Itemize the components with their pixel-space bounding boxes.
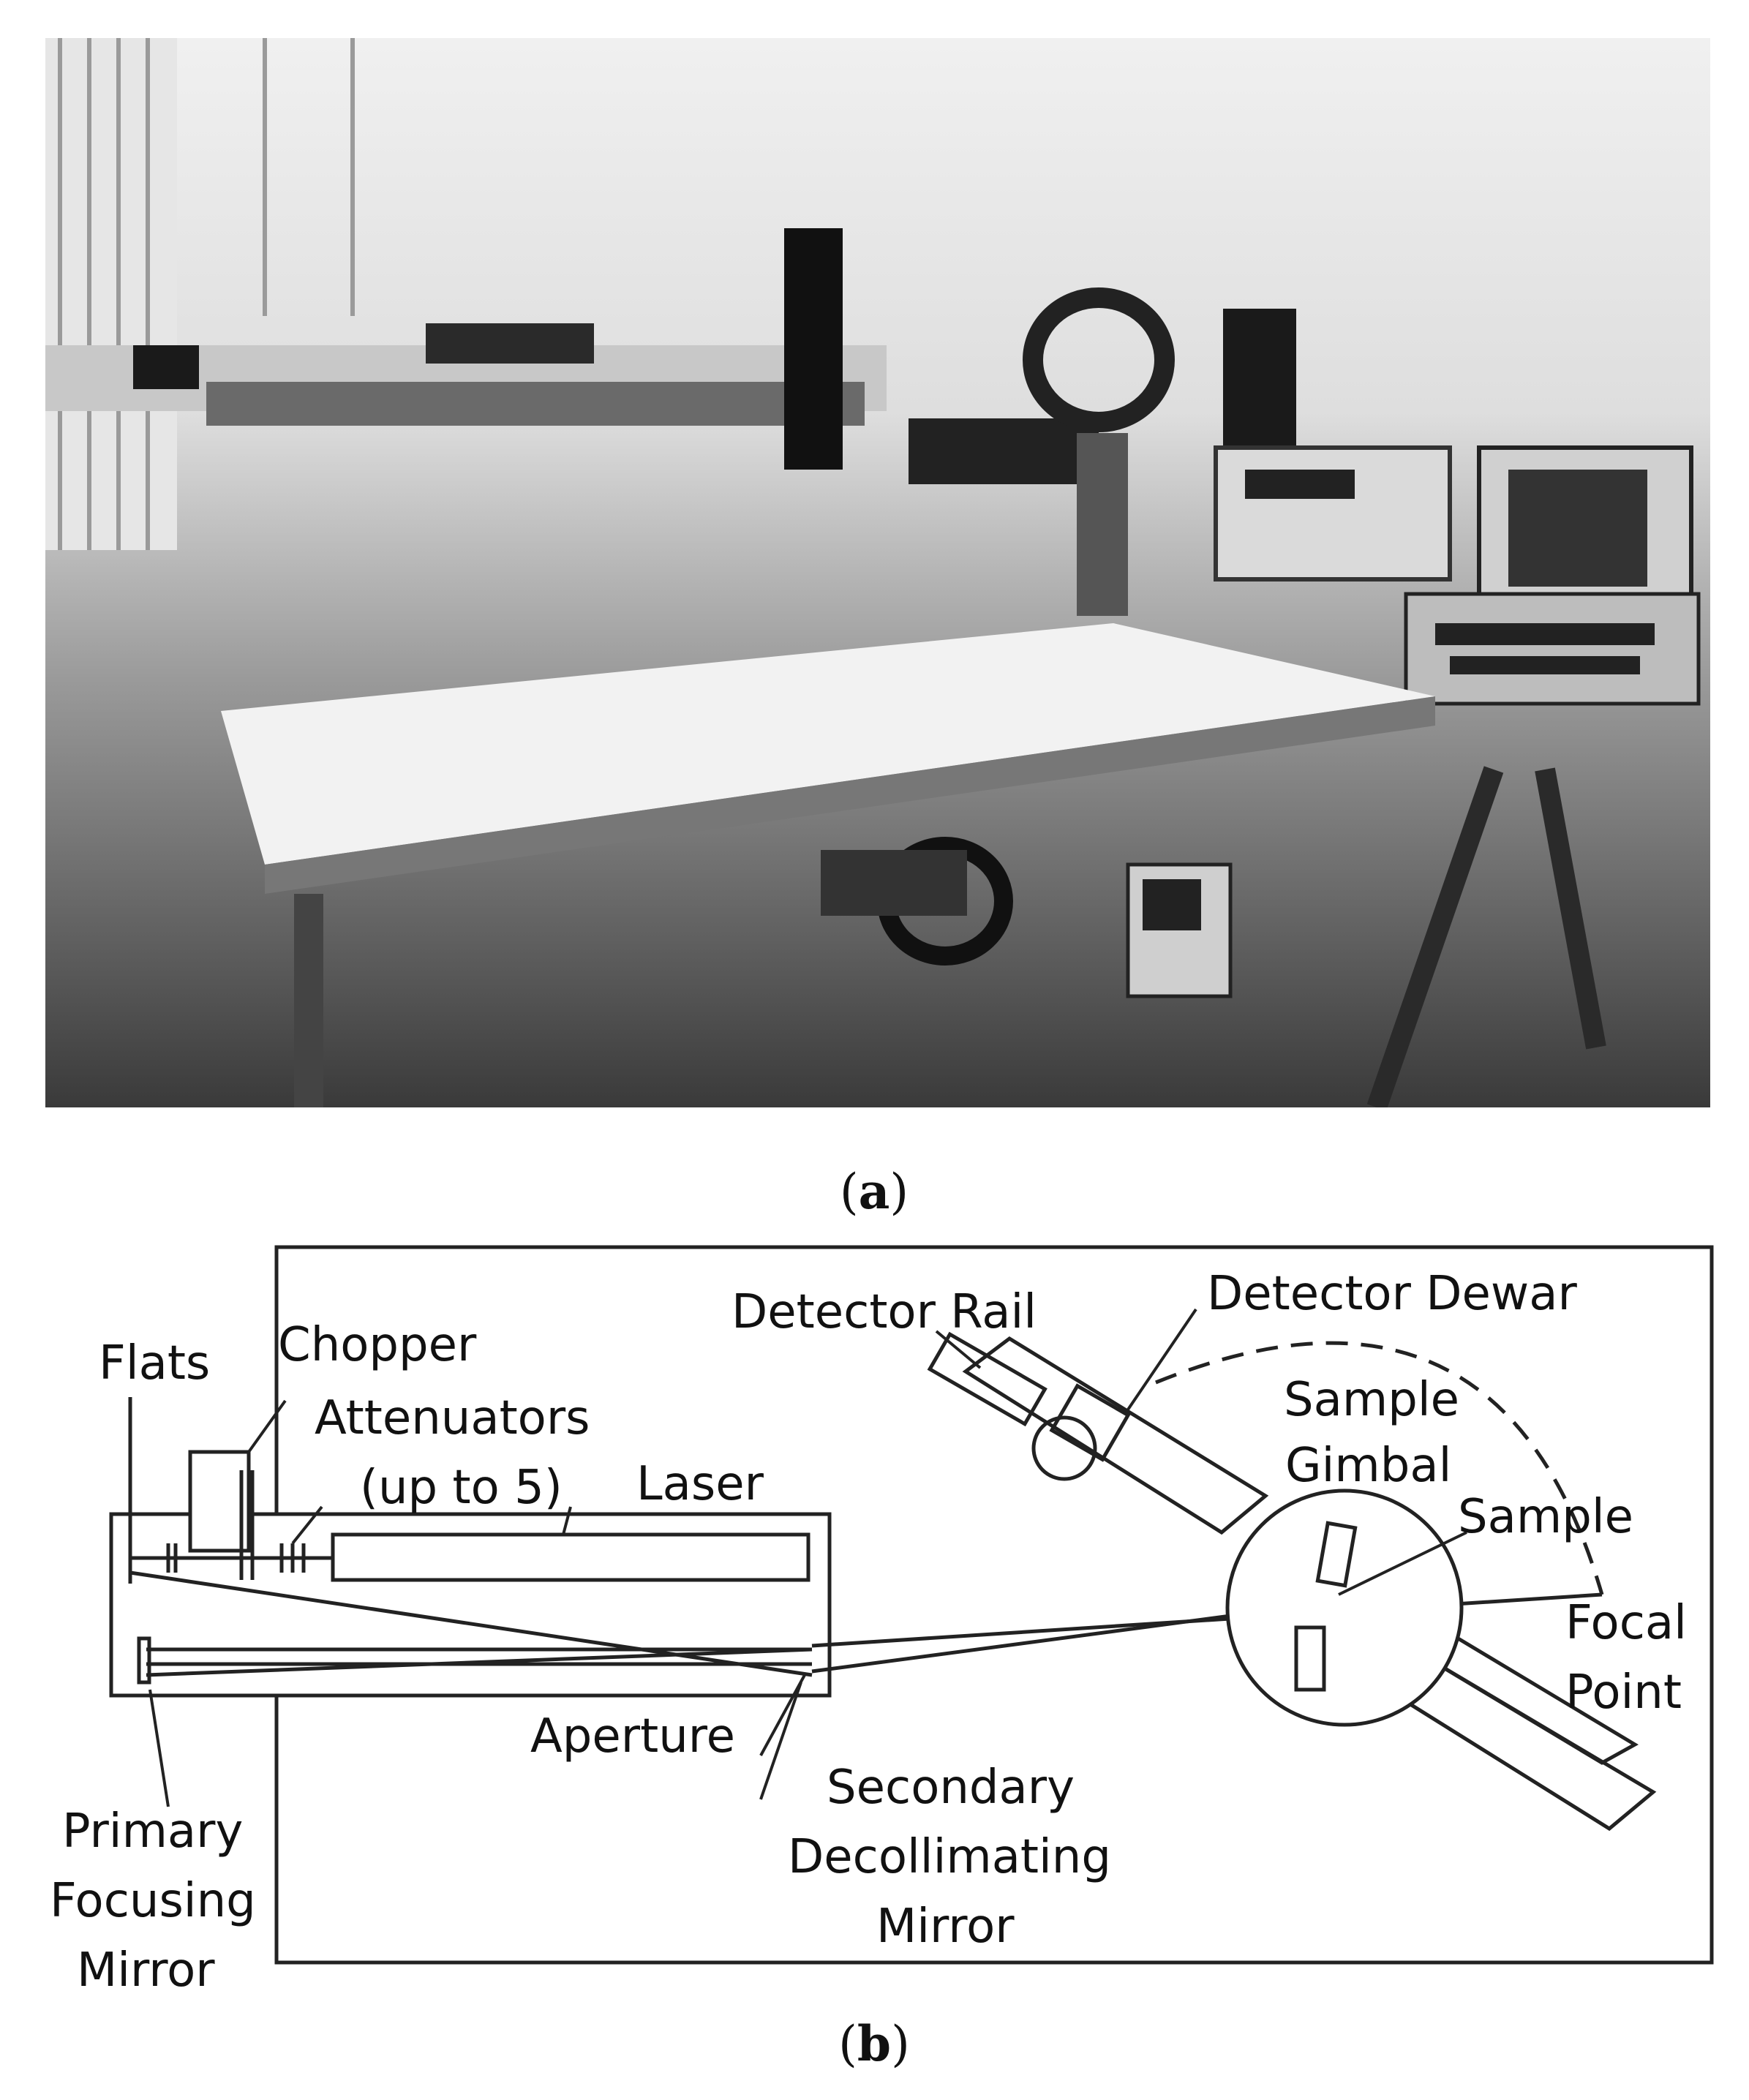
label-flats: Flats [99, 1336, 210, 1390]
chopper-box [188, 1450, 251, 1553]
label-chopper: Chopper [278, 1318, 477, 1372]
label-secondary-line1: Secondary [827, 1761, 1075, 1815]
label-attenuators: Attenuators [315, 1391, 590, 1445]
label-secondary-line3: Mirror [876, 1900, 1015, 1954]
label-sample-gimbal-line1: Sample [1284, 1373, 1459, 1427]
caption-b-letter: b [857, 2015, 892, 2072]
label-sample: Sample [1458, 1490, 1633, 1544]
label-sample-gimbal-line2: Gimbal [1285, 1439, 1451, 1493]
label-primary-line2: Focusing [50, 1874, 256, 1928]
label-primary-line3: Mirror [77, 1943, 215, 1998]
label-secondary-line2: Decollimating [788, 1830, 1111, 1884]
label-focal-point-line2: Point [1565, 1666, 1682, 1720]
sample-gimbal [1225, 1489, 1464, 1727]
label-attenuators-count: (up to 5) [360, 1461, 563, 1515]
label-aperture: Aperture [530, 1709, 735, 1764]
caption-a-letter: a [858, 1163, 890, 1220]
label-primary-line1: Primary [62, 1804, 243, 1859]
primary-mirror [137, 1636, 151, 1685]
lab-photo [45, 38, 1710, 1107]
label-focal-point-line1: Focal [1565, 1596, 1687, 1650]
focal-arc [1155, 1341, 1604, 1595]
label-laser: Laser [636, 1457, 764, 1511]
label-detector-rail: Detector Rail [731, 1285, 1037, 1339]
detector-dewar [1031, 1415, 1097, 1481]
caption-b: (b) [838, 2015, 910, 2072]
detector-rail-block [927, 1331, 1047, 1427]
caption-a: (a) [839, 1163, 909, 1220]
label-detector-dewar: Detector Dewar [1207, 1267, 1577, 1321]
detector-rail-arm [962, 1336, 1269, 1535]
lab-photo-illustration [45, 38, 1701, 1107]
